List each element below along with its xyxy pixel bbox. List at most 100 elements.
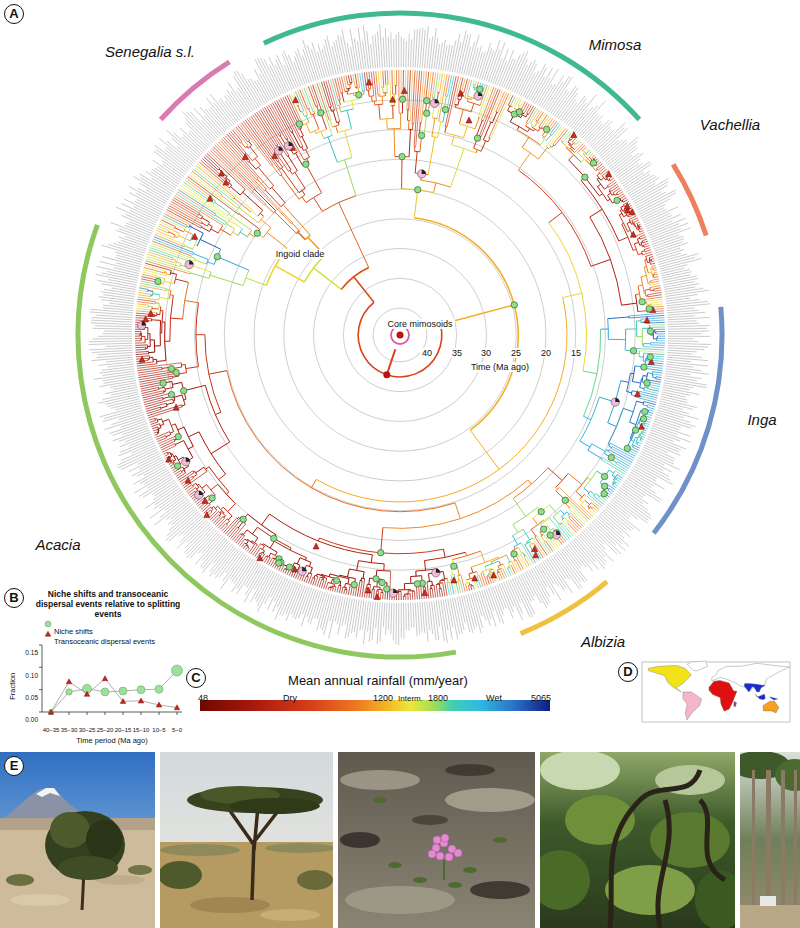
chart-label: 0.05 <box>25 694 38 701</box>
niche-shift-marker <box>254 230 260 236</box>
tree-branches <box>135 153 431 600</box>
tree-branches <box>304 255 341 289</box>
colorbar-label: Dry <box>283 693 297 703</box>
dispersal-marker <box>365 587 371 593</box>
tree-branches <box>178 190 665 563</box>
dispersal-point <box>138 698 144 703</box>
chart-label: 0.00 <box>25 716 38 723</box>
dispersal-marker <box>143 316 149 322</box>
niche-shift-marker <box>271 535 277 541</box>
chart-label: 25–20 <box>97 727 114 734</box>
niche-point <box>137 686 145 694</box>
pie-slice <box>436 569 440 573</box>
tree-branches <box>145 110 640 592</box>
niche-shift-marker <box>155 278 161 284</box>
photo <box>740 752 800 928</box>
tree-branches <box>156 85 587 577</box>
chart-label: 30–25 <box>79 727 96 734</box>
colorbar-label: 1200 <box>373 693 393 703</box>
chart-label: 35–30 <box>61 727 78 734</box>
ancestral-area-pie <box>418 170 426 178</box>
dispersal-marker <box>630 231 636 237</box>
dispersal-marker <box>639 423 645 429</box>
pie-slice <box>422 170 426 174</box>
dispersal-marker <box>401 87 407 93</box>
niche-shift-marker <box>641 364 647 370</box>
pie-slice <box>279 147 283 151</box>
dispersal-marker <box>606 171 612 177</box>
dispersal-marker <box>644 317 650 323</box>
chart-label: Time period (Ma ago) <box>76 737 147 746</box>
niche-shift-marker <box>632 427 638 433</box>
trunk <box>752 770 755 910</box>
time-axis-label: 30 <box>479 348 493 358</box>
tree-branches <box>210 77 664 591</box>
dispersal-point <box>120 698 126 703</box>
dispersal-marker <box>192 233 198 239</box>
niche-shift-marker <box>276 560 282 566</box>
tree-branches <box>148 290 642 439</box>
chart-label: Niche shifts and transoceanic dispersal … <box>28 590 188 619</box>
dispersal-point <box>66 679 72 684</box>
niche-shift-marker <box>209 495 215 501</box>
tree-branches <box>137 70 665 581</box>
tree-branches <box>151 70 663 547</box>
niche-shift-marker <box>424 110 430 116</box>
tree-branches <box>135 70 651 600</box>
tree-branches <box>193 253 653 569</box>
tree-branches <box>140 88 611 589</box>
niche-shift-marker <box>538 509 544 515</box>
tree-branches <box>603 321 658 493</box>
clade-bracket <box>161 62 230 120</box>
tree-branches <box>166 87 653 582</box>
trunk <box>781 770 785 910</box>
photo <box>540 752 735 928</box>
niche-shift-marker <box>399 153 405 159</box>
chart-label: 10–5 <box>152 727 165 734</box>
tree-branches <box>603 377 657 495</box>
time-axis-label: 15 <box>569 348 583 358</box>
bush <box>128 865 152 875</box>
ancestral-area-pie <box>182 458 190 466</box>
clade-name: Mimosa <box>589 36 642 53</box>
path-ground <box>740 905 800 928</box>
time-ring <box>343 278 456 391</box>
pie-slice <box>615 398 619 402</box>
photo-blob <box>540 752 620 790</box>
dispersal-point <box>102 676 108 681</box>
shrub <box>45 811 125 879</box>
niche-shift-marker <box>399 96 405 102</box>
niche-shift-marker <box>175 433 181 439</box>
photo-blob <box>10 894 70 906</box>
niche-shift-marker <box>168 366 174 372</box>
acacia-canopy <box>230 798 320 814</box>
ancestral-area-pie <box>195 491 203 499</box>
ancestral-area-pie <box>284 142 292 150</box>
ancestral-area-pie <box>430 99 438 107</box>
tree-branches <box>148 352 362 586</box>
niche-shift-marker <box>181 388 187 394</box>
tree-branches <box>644 380 661 405</box>
tree-branches <box>170 101 650 566</box>
tree-branches <box>315 81 665 575</box>
tree-branches <box>448 75 665 560</box>
photo-blob <box>160 844 240 856</box>
niche-shift-marker <box>601 483 607 489</box>
leaf <box>463 867 477 873</box>
niche-shift-marker <box>630 348 636 354</box>
panel-letter: A <box>4 4 24 24</box>
niche-shift-marker <box>415 187 421 193</box>
niche-shift-marker <box>333 577 339 583</box>
panel-letter: C <box>186 668 206 688</box>
niche-shift-marker <box>640 416 646 422</box>
node-label: Core mimosoids <box>385 319 454 329</box>
ancestral-area-pie <box>274 147 282 155</box>
liana <box>610 770 725 928</box>
photo-blob <box>445 764 495 776</box>
chart-label: 15–10 <box>133 727 150 734</box>
map-malesia <box>755 694 765 700</box>
phylogeny <box>135 70 665 600</box>
tree-branches <box>238 87 650 551</box>
shrub <box>86 820 122 860</box>
